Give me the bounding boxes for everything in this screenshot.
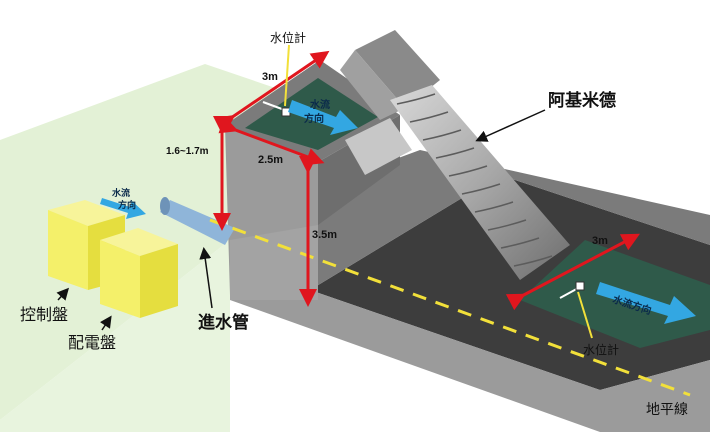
dim-depth: 3.5m <box>312 229 337 241</box>
callout-lines <box>56 44 593 339</box>
level-meter-bottom-label: 水位計 <box>583 342 619 357</box>
flow-label-pipe-1: 水流 <box>112 187 130 199</box>
level-meter-top-label: 水位計 <box>270 30 306 45</box>
flow-label-top-1: 水流 <box>309 98 330 111</box>
ground-line-label: 地平線 <box>646 402 688 418</box>
flow-arrow-bottom <box>596 282 696 324</box>
intake-box-front-lower <box>230 225 318 300</box>
inlet-pipe-label: 進水管 <box>198 312 249 333</box>
archimedes-screw <box>390 85 570 280</box>
screw-chute <box>345 118 412 175</box>
flow-label-pipe-2: 方向 <box>118 199 136 211</box>
distribution-panel-label: 配電盤 <box>68 333 116 352</box>
screw-motor-housing-face <box>340 50 405 120</box>
flow-label-top-2: 方向 <box>304 112 324 125</box>
control-panel-label: 控制盤 <box>20 305 68 324</box>
screw-motor-housing <box>355 30 440 108</box>
dim-top-width: 3m <box>262 71 278 83</box>
inlet-pipe-mouth <box>160 197 170 215</box>
archimedes-label: 阿基米德 <box>548 90 616 111</box>
ground-line-dash <box>209 218 691 397</box>
level-meter-bottom-sensor <box>559 281 585 299</box>
dim-channel-width: 3m <box>592 235 608 247</box>
flow-arrow-top <box>288 100 358 135</box>
channel-front-wall <box>230 240 710 432</box>
dim-front-width: 2.5m <box>258 154 283 166</box>
dim-side-height: 1.6~1.7m <box>166 146 209 157</box>
inlet-pipe <box>160 200 235 245</box>
dimension-lines <box>213 50 640 311</box>
flow-arrow-pipe <box>100 198 146 219</box>
distribution-panel-box <box>100 228 178 318</box>
